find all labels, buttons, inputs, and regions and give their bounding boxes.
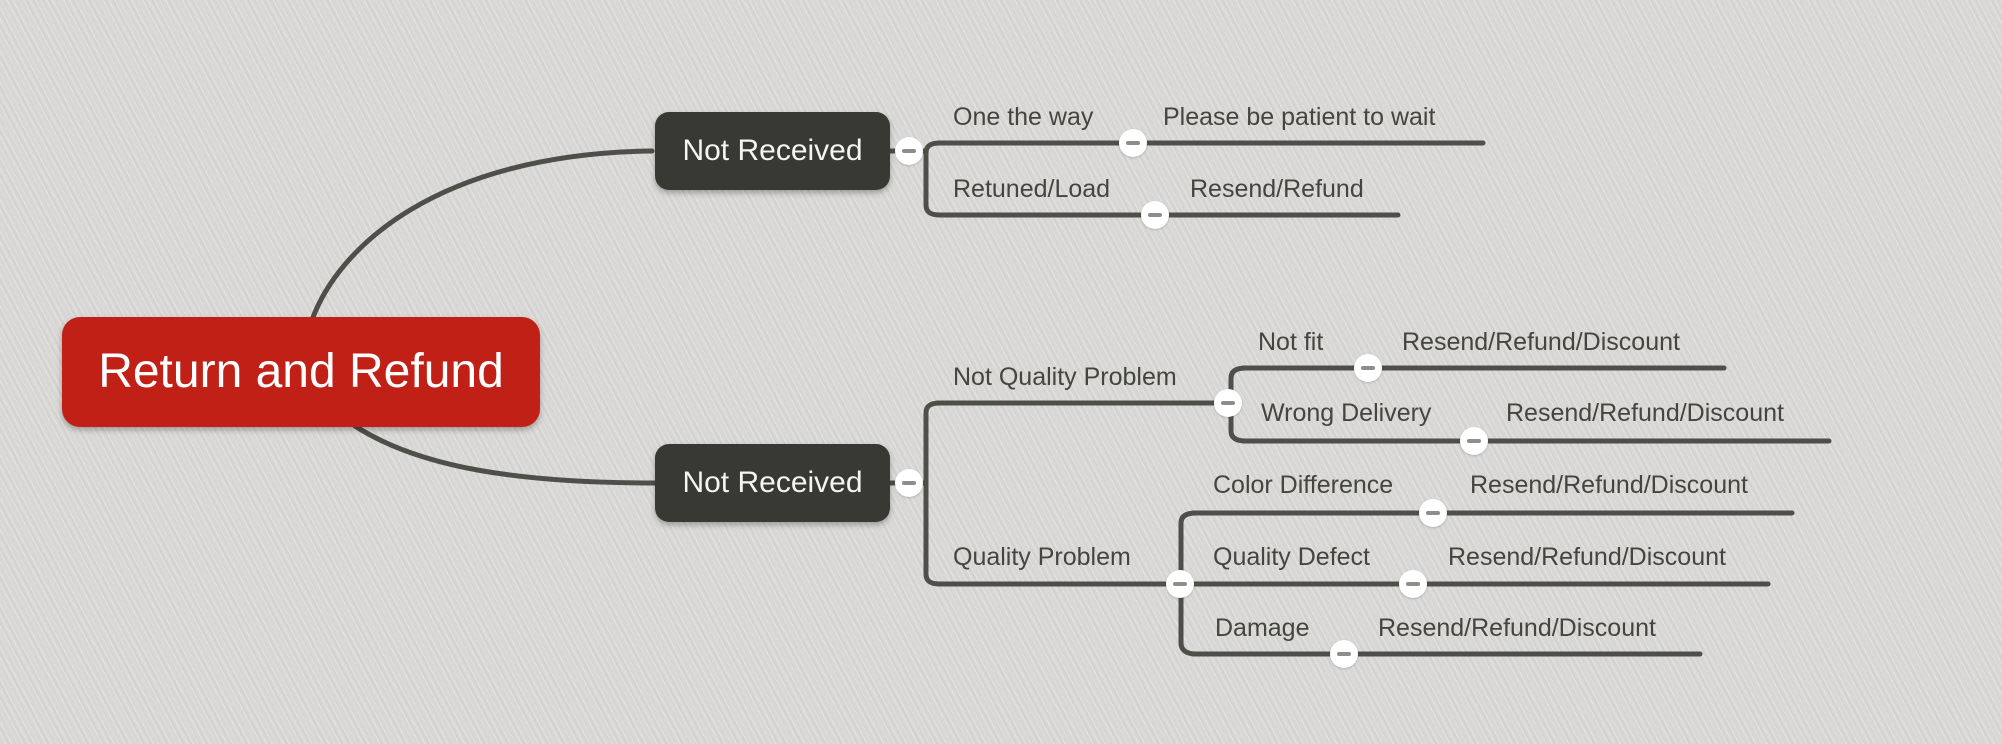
collapse-button-branch1[interactable]	[895, 137, 923, 165]
root-topic-label: Return and Refund	[98, 345, 504, 398]
minus-icon	[1426, 511, 1440, 515]
minus-icon	[1467, 439, 1481, 443]
branch2-label: Not Received	[682, 466, 863, 499]
minus-icon	[902, 149, 916, 153]
branch2-node[interactable]: Not Received	[655, 444, 890, 522]
minus-icon	[1337, 652, 1351, 656]
collapse-button-wrong-delivery[interactable]	[1460, 427, 1488, 455]
collapse-button-not-quality-problem[interactable]	[1214, 389, 1242, 417]
topic-one-the-way[interactable]: One the way	[953, 103, 1094, 131]
topic-not-fit-remedy[interactable]: Resend/Refund/Discount	[1402, 328, 1680, 356]
topic-quality-defect[interactable]: Quality Defect	[1213, 543, 1371, 571]
topic-please-be-patient[interactable]: Please be patient to wait	[1163, 103, 1436, 131]
minus-icon	[1406, 582, 1420, 586]
minus-icon	[902, 481, 916, 485]
topic-wrong-delivery-remedy[interactable]: Resend/Refund/Discount	[1506, 399, 1784, 427]
topic-quality-problem[interactable]: Quality Problem	[953, 543, 1131, 571]
branch2-bracket	[923, 400, 943, 587]
topic-retuned-load[interactable]: Retuned/Load	[953, 175, 1111, 203]
topic-wrong-delivery[interactable]: Wrong Delivery	[1261, 399, 1432, 427]
topic-color-difference-remedy[interactable]: Resend/Refund/Discount	[1470, 471, 1748, 499]
topic-quality-defect-remedy[interactable]: Resend/Refund/Discount	[1448, 543, 1726, 571]
minus-icon	[1173, 582, 1187, 586]
topic-damage-remedy[interactable]: Resend/Refund/Discount	[1378, 614, 1656, 642]
topic-color-difference[interactable]: Color Difference	[1213, 471, 1394, 499]
curve-root-to-branch1	[309, 148, 655, 323]
minus-icon	[1221, 401, 1235, 405]
collapse-button-not-fit[interactable]	[1354, 354, 1382, 382]
branch1-label: Not Received	[682, 134, 863, 167]
topic-not-fit[interactable]: Not fit	[1258, 328, 1324, 356]
minus-icon	[1126, 141, 1140, 145]
branch1-node[interactable]: Not Received	[655, 112, 890, 190]
collapse-button-color-difference[interactable]	[1419, 499, 1447, 527]
minus-icon	[1361, 366, 1375, 370]
collapse-button-branch2[interactable]	[895, 469, 923, 497]
branch1-bracket	[923, 140, 943, 218]
root-topic-node[interactable]: Return and Refund	[62, 317, 540, 427]
topic-not-quality-problem[interactable]: Not Quality Problem	[953, 363, 1177, 391]
collapse-button-damage[interactable]	[1330, 640, 1358, 668]
collapse-button-one-the-way[interactable]	[1119, 129, 1147, 157]
minus-icon	[1148, 213, 1162, 217]
collapse-button-quality-problem[interactable]	[1166, 570, 1194, 598]
topic-damage[interactable]: Damage	[1215, 614, 1310, 642]
curve-root-to-branch2	[352, 423, 658, 486]
collapse-button-retuned-load[interactable]	[1141, 201, 1169, 229]
collapse-button-quality-defect[interactable]	[1399, 570, 1427, 598]
topic-resend-refund[interactable]: Resend/Refund	[1190, 175, 1364, 203]
